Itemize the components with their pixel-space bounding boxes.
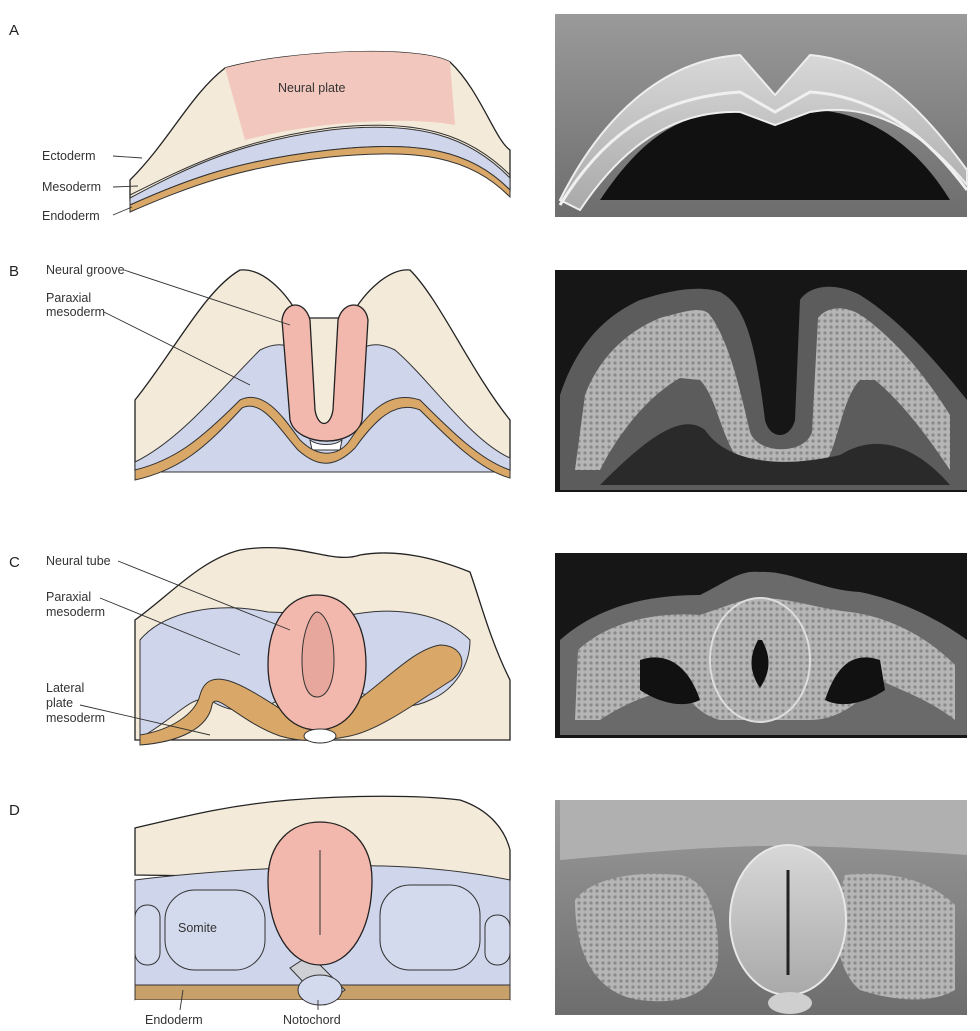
- label-neural-tube: Neural tube: [46, 554, 111, 568]
- somite-right: [380, 885, 480, 970]
- label-paraxial-mesoderm-line2: mesoderm: [46, 605, 105, 619]
- panel-b: B Neural groove Paraxial mesoderm: [9, 263, 967, 492]
- panel-a-diagram: Neural plate Ectoderm Mesoderm Endoderm: [42, 52, 510, 223]
- label-paraxial-mesoderm-line2: mesoderm: [46, 305, 105, 319]
- panel-c-diagram: Neural tube Paraxial mesoderm Lateral pl…: [46, 548, 510, 745]
- panel-c-letter: C: [9, 554, 20, 571]
- panel-b-micrograph: [555, 270, 967, 492]
- label-paraxial-mesoderm-line1: Paraxial: [46, 590, 91, 604]
- label-somite: Somite: [178, 921, 217, 935]
- label-ectoderm: Ectoderm: [42, 149, 96, 163]
- panel-c-micrograph: [555, 553, 967, 738]
- panel-a-micrograph: [555, 14, 967, 217]
- label-lateral-plate-line2: plate: [46, 696, 73, 710]
- panel-a-letter: A: [9, 22, 19, 39]
- label-neural-plate: Neural plate: [278, 81, 345, 95]
- notochord: [298, 975, 342, 1005]
- label-neural-groove: Neural groove: [46, 263, 125, 277]
- label-endoderm: Endoderm: [145, 1013, 203, 1027]
- panel-a: A Neural plate Ectoderm Mesoderm Endoder…: [9, 14, 967, 223]
- label-endoderm: Endoderm: [42, 209, 100, 223]
- panel-d-micrograph: [555, 800, 967, 1015]
- label-notochord: Notochord: [283, 1013, 341, 1027]
- notochord: [304, 729, 336, 743]
- panel-d-diagram: Somite Endoderm Notochord: [135, 796, 510, 1027]
- panel-b-letter: B: [9, 263, 19, 280]
- panel-c: C Neural tube Paraxial mesoderm Lateral …: [9, 548, 967, 745]
- panel-b-diagram: Neural groove Paraxial mesoderm: [46, 263, 510, 480]
- label-lateral-plate-line1: Lateral: [46, 681, 84, 695]
- label-mesoderm: Mesoderm: [42, 180, 101, 194]
- label-paraxial-mesoderm-line1: Paraxial: [46, 291, 91, 305]
- panel-d-letter: D: [9, 802, 20, 819]
- label-lateral-plate-line3: mesoderm: [46, 711, 105, 725]
- panel-d: D Somite Endoderm Notochord: [9, 796, 967, 1027]
